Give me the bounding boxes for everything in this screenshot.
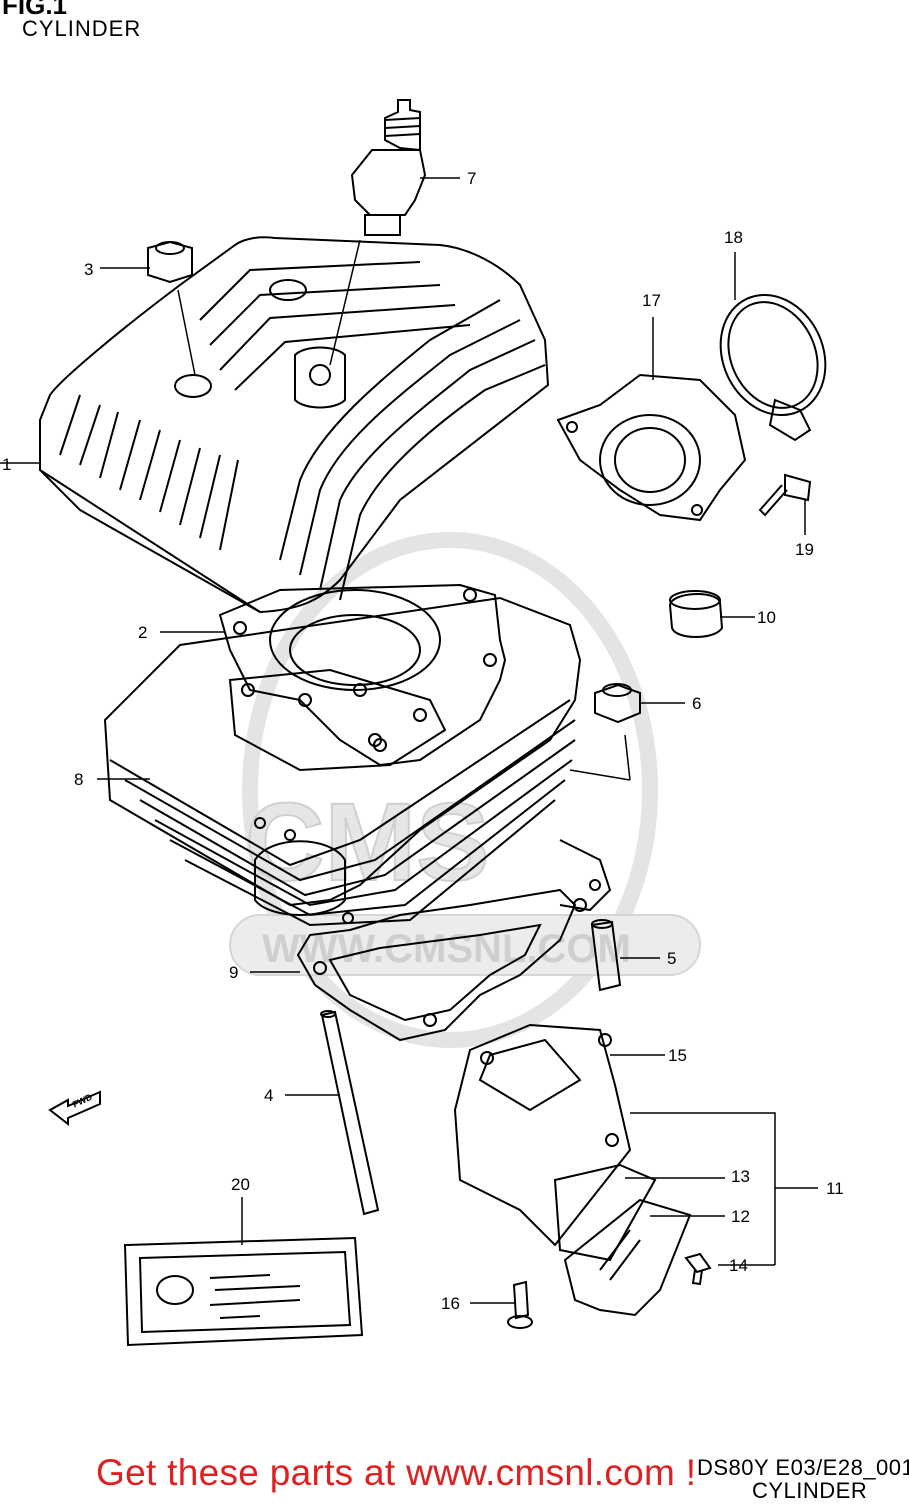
cylinder-block: [103, 596, 612, 927]
part-label-11: 11: [826, 1179, 844, 1198]
reed-valve-assembly: [453, 1023, 692, 1317]
part-label-10: 10: [757, 608, 776, 627]
part-label-6: 6: [692, 694, 701, 713]
promo-banner-link[interactable]: Get these parts at www.cmsnl.com !: [96, 1452, 697, 1493]
spark-plug: [350, 99, 427, 236]
leader-lines: [0, 177, 818, 1304]
diagram-reference-code: DS80Y E03/E28_001: [697, 1455, 909, 1480]
small-screw: [684, 1252, 712, 1286]
part-label-15: 15: [668, 1046, 687, 1065]
screw: [758, 473, 812, 517]
part-label-13: 13: [731, 1167, 750, 1186]
diagram-reference-title: CYLINDER: [752, 1478, 868, 1503]
watermark-logo: CMS WWW.CMSNL.COM: [229, 532, 701, 1048]
part-label-14: 14: [729, 1256, 748, 1275]
part-label-5: 5: [667, 949, 676, 968]
rubber-cap: [668, 590, 724, 638]
part-label-16: 16: [441, 1294, 460, 1313]
cap-nut: [147, 240, 193, 284]
part-label-19: 19: [795, 540, 814, 559]
part-label-17: 17: [642, 291, 661, 310]
part-label-1: 1: [2, 455, 11, 474]
part-label-12: 12: [731, 1207, 750, 1226]
figure-title: CYLINDER: [22, 16, 142, 41]
dowel-pin: [590, 919, 622, 992]
gasket-set: [123, 1236, 364, 1347]
part-labels: 1 2 3 4 5 6 7 8 9 10 11 12 13 14 15 16 1…: [2, 169, 844, 1313]
forward-arrow-icon: FWD: [48, 1090, 101, 1127]
cylinder-head: [39, 236, 550, 614]
flange-nut: [594, 683, 641, 724]
base-gasket: [296, 888, 587, 1042]
figure-number: FIG.1: [2, 0, 68, 20]
part-label-2: 2: [138, 623, 147, 642]
stud-bolt: [320, 1010, 380, 1216]
part-label-20: 20: [231, 1175, 250, 1194]
intake-pipe: [556, 373, 747, 522]
part-label-8: 8: [74, 770, 83, 789]
screw-16: [507, 1280, 533, 1329]
part-label-7: 7: [467, 169, 476, 188]
part-label-9: 9: [229, 963, 238, 982]
part-label-4: 4: [264, 1086, 273, 1105]
part-label-18: 18: [724, 228, 743, 247]
part-label-3: 3: [84, 260, 93, 279]
hose-clamp: [719, 293, 827, 442]
